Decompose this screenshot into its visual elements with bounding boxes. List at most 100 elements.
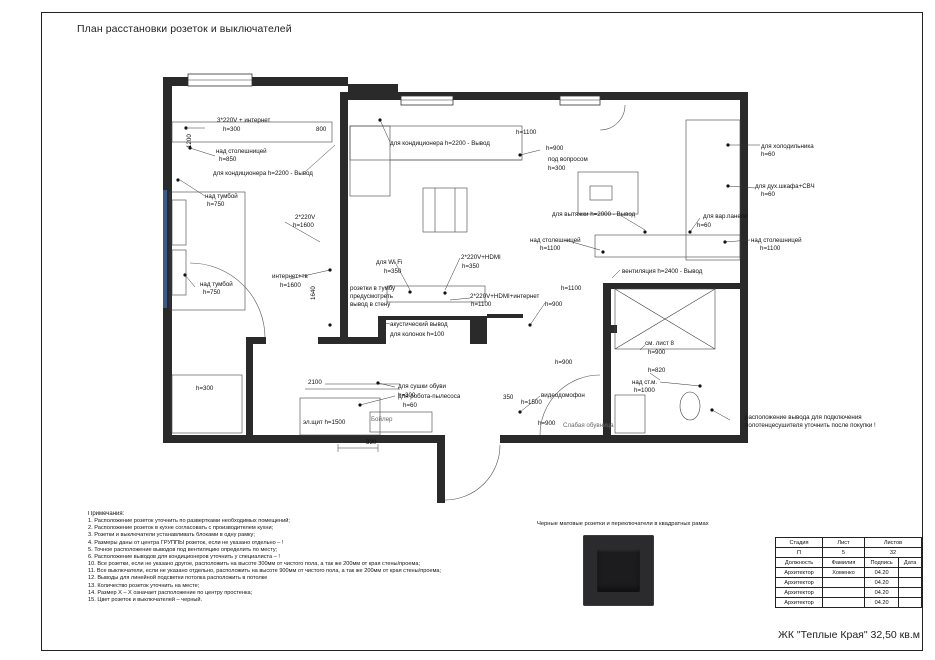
label-height: h=900 [546,145,564,152]
label-outlet: над тумбой [200,281,233,288]
stamp-sig: 04.20 [863,587,900,598]
title-block: Стадия Лист Листов П 5 32 Должность Фами… [774,537,923,608]
label-outlet: для робота-пылесоса [398,393,461,400]
label-height: h=300 [548,165,566,172]
stamp-date [898,567,922,578]
stamp-value: 32 [863,547,923,558]
stamp-header: Лист [822,537,865,548]
stamp-date [898,587,922,598]
switch-caption: Черные матовые розетки и переключатели в… [537,521,709,527]
label-note: вывод в стену [350,301,391,308]
stamp-header: Листов [863,537,923,548]
label-height: h=750 [203,289,221,296]
stamp-header: Подпись [863,557,900,568]
stamp-name [822,597,865,608]
note-item: 2. Расположение розеток в кухне согласов… [88,525,274,532]
notes-block: Примечания: 1. Расположение розеток уточ… [88,511,468,604]
label-vent: вентиляция h=2400 - Вывод [622,268,703,275]
switch-key [597,549,640,592]
walls [163,77,748,503]
label-acoustic: для колонок h=100 [390,331,445,338]
label-height: h=1100 [540,245,561,252]
note-item: 13. Количество розеток уточнить на месте… [88,582,200,589]
label-hood: для вытяжки h=2000 - Вывод [552,211,636,218]
label-outlet: 2*220V [295,214,316,221]
label-height: h=1600 [293,222,314,229]
sheet-frame [41,12,923,651]
stamp-role: Архитектор [774,597,824,608]
label-height: h=60 [761,191,775,198]
label-height: h=900 [538,420,556,427]
stamp-sig: 04.20 [863,597,900,608]
label-shoe-rack: Слабая обувница [563,422,614,429]
label-outlet: для вар.панели [703,213,748,220]
stamp-value: П [774,547,824,558]
label-height: h=1100 [471,301,492,308]
label-dimension: 2100 [308,379,322,386]
label-height: h=1100 [516,129,537,136]
label-outlet: интернет+тв [272,273,308,280]
bed-headboard [163,190,167,308]
note-item: 4. Размеры даны от центра ГРУППЫ розеток… [88,539,284,546]
label-note: предусмотреть [350,293,393,300]
note-item: 5. Точное расположение выводов под венти… [88,546,278,553]
label-note: розетки в тумбу [350,285,396,292]
stamp-role: Архитектор [774,577,824,588]
label-height: h=1600 [280,282,301,289]
label-height: h=900 [545,301,563,308]
label-boiler: Бойлер [371,416,393,423]
label-outlet: 2*220V+HDMI+интернет [470,293,540,300]
label-acoustic: акустический вывод [390,321,448,328]
leaders [179,119,760,421]
stamp-role: Архитектор [774,587,824,598]
label-height: h=1500 [521,399,542,406]
note-item: 3. Розетки и выключатели устанавливать б… [88,532,255,539]
drawing-title: План расстановки розеток и выключателей [77,23,292,35]
label-outlet: над столешницей [751,237,802,244]
label-height: h=850 [219,156,237,163]
label-height: h=300 [398,392,416,399]
label-dimension: 1200 [186,134,193,148]
door-swings [189,104,626,501]
label-height: h=1100 [760,245,781,252]
label-outlet: над тумбой [205,193,238,200]
label-height: h=350 [384,268,402,275]
floor-plan [163,73,760,503]
label-outlet: над столешницей [216,148,267,155]
note-item: 12. Выводы для линейной подсветки потолк… [88,575,268,582]
note-item: 6. Расположение выводов для кондиционеро… [88,553,280,560]
furniture [169,119,741,436]
stamp-sig: 04.20 [863,577,900,588]
note-item: 10. Все розетки, если не указано другое,… [88,561,420,568]
label-height: h=60 [697,222,711,229]
label-height: h=1000 [634,387,655,394]
label-height: h=900 [555,359,573,366]
label-panel: эл.щит h=1500 [303,419,346,426]
label-ac: для кондиционера h=2200 - Вывод [213,170,313,177]
label-outlet: для дух.шкафа+СВЧ [755,183,815,190]
label-towel-warmer: полотенцесушителя уточнить после покупки… [745,422,876,429]
stamp-date [898,597,922,608]
stamp-role: Архитектор [774,567,824,578]
stamp-header: Стадия [774,537,824,548]
label-height: h=60 [403,402,417,409]
label-intercom: видеодомофон [541,392,585,399]
label-height: h=1100 [561,285,582,292]
label-outlet: для сушки обуви [398,383,447,390]
label-outlet: 2*220V+HDMI [461,254,501,261]
project-name: ЖК "Теплые Края" 32,50 кв.м [778,629,920,641]
label-height: h=900 [648,349,666,356]
stamp-name [822,587,865,598]
stamp-name: Хоменко [822,567,865,578]
outlet-markers [176,118,730,414]
label-outlet: 3*220V + интернет [217,117,271,124]
notes-heading: Примечания: [88,511,125,517]
label-height: h=60 [761,151,775,158]
label-outlet: для холодильника [761,143,814,150]
note-item: 11. Все выключатели, если не указано отд… [88,568,442,575]
stamp-value: 5 [822,547,865,558]
stamp-header: Должность [774,557,824,568]
note-item: 1. Расположение розеток уточнить по разв… [88,518,290,525]
label-height: h=750 [207,201,225,208]
